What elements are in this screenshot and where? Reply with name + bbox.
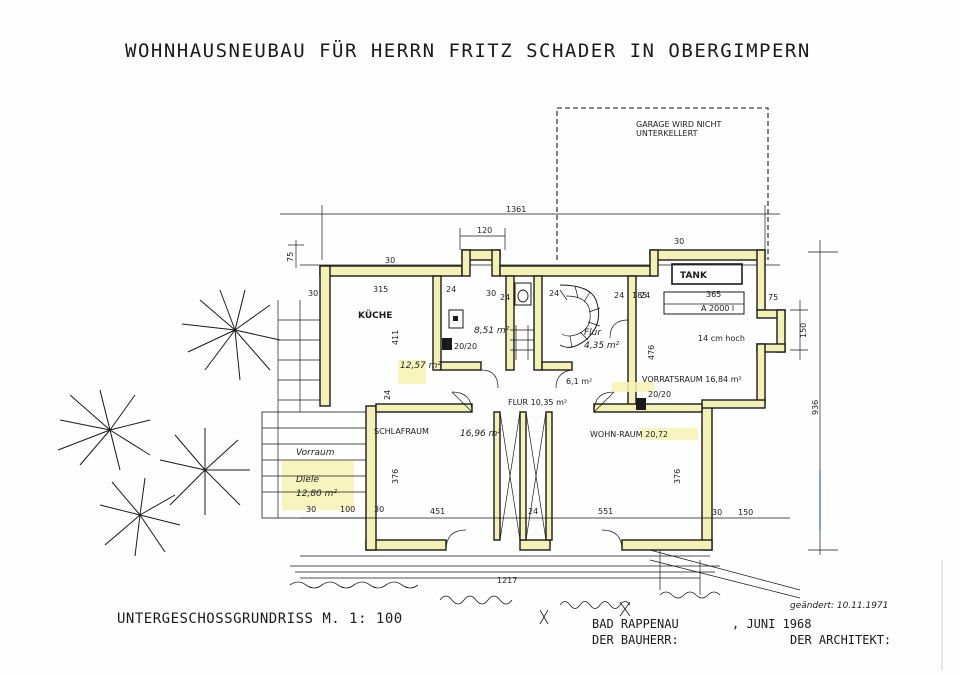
interior-walls — [375, 275, 703, 541]
dim-30-d: 30 — [486, 289, 496, 298]
dimension-line-left — [288, 240, 304, 268]
dim-total-width-bottom: 1217 — [497, 576, 517, 585]
dim-100: 100 — [340, 505, 355, 514]
place: BAD RAPPENAU — [592, 617, 679, 631]
dim-451: 451 — [430, 507, 445, 516]
dim-411: 411 — [391, 330, 400, 345]
tank-outline — [663, 263, 745, 315]
dimension-line-right — [790, 240, 838, 555]
dim-476: 476 — [647, 345, 656, 360]
dim-24-d: 24 — [640, 291, 650, 300]
tank-label: TANK — [680, 271, 708, 281]
bath-fixture — [442, 309, 646, 410]
door-swings — [445, 319, 629, 551]
dim-24-c: 24 — [614, 291, 624, 300]
bath-shower — [510, 325, 534, 360]
garage-outline — [556, 107, 769, 260]
dim-30-f: 30 — [712, 508, 722, 517]
owner-signature-label: DER BAUHERR: — [592, 633, 679, 647]
dim-30-e: 30 — [374, 505, 384, 514]
garage-note-line-2: UNTERKELLERT — [636, 129, 698, 138]
room-diele-area: 12,80 m² — [296, 489, 337, 499]
revision-note: geändert: 10.11.1971 — [790, 601, 888, 611]
dim-30-g: 30 — [306, 505, 316, 514]
dim-24-g: 24 — [500, 293, 510, 302]
dim-376-b: 376 — [673, 469, 682, 484]
room-kueche-area: 12,57 m² — [400, 361, 441, 371]
note-height: 14 cm hoch — [698, 334, 745, 343]
dim-24-a: 24 — [446, 285, 456, 294]
dim-30-a: 30 — [385, 256, 395, 265]
room-bad-area: 8,51 m² — [474, 326, 510, 336]
dim-75-right: 75 — [768, 293, 778, 302]
room-wohnraum-label: WOHN-RAUM 20,72 — [590, 430, 668, 439]
room-flur-mid-sub: 6,1 m² — [566, 377, 592, 386]
dim-24-e: 24 — [528, 507, 538, 516]
plan-name: UNTERGESCHOSSGRUNDRISS M. 1: 100 — [117, 611, 403, 627]
room-diele-label: Diele — [296, 475, 319, 485]
dim-total-width-top: 1361 — [506, 205, 526, 214]
dim-315: 315 — [373, 285, 388, 294]
exterior-walls — [319, 249, 786, 551]
entrance-stairs — [261, 300, 367, 519]
room-schlafraum-label: SCHLAFRAUM — [374, 427, 429, 436]
tree-sketch-1 — [181, 289, 281, 381]
dim-185: 185 — [632, 291, 647, 300]
dimension-line-top — [280, 205, 780, 266]
date: , JUNI 1968 — [732, 617, 811, 631]
toilet-fixture — [514, 282, 532, 306]
tree-sketch-4 — [99, 477, 181, 557]
dim-30-b: 30 — [674, 237, 684, 246]
plan-title: WOHNHAUSNEUBAU FÜR HERRN FRITZ SCHADER I… — [125, 39, 811, 62]
room-kueche-label: KÜCHE — [358, 310, 392, 321]
terrace — [290, 549, 801, 599]
tank-volume: À 2000 l — [701, 302, 734, 313]
garage-note-line-1: GARAGE WIRD NICHT — [636, 120, 722, 129]
tank-dim: 365 — [706, 290, 721, 299]
room-vorratsraum-label: VORRATSRAUM 16,84 m² — [642, 375, 742, 384]
architect-signature-label: DER ARCHITEKT: — [790, 633, 891, 647]
dim-376-a: 376 — [391, 469, 400, 484]
ground-scribbles — [289, 581, 721, 625]
room-flur-top-area: 4,35 m² — [584, 341, 620, 351]
dim-total-height-right: 936 — [811, 400, 820, 415]
dim-24-b: 24 — [549, 289, 559, 298]
dim-551: 551 — [598, 507, 613, 516]
dim-150-right: 150 — [799, 323, 808, 338]
dim-150: 150 — [738, 508, 753, 517]
room-flur-mid-label: FLUR 10,35 m² — [508, 398, 567, 407]
window-size-2: 20/20 — [648, 390, 671, 399]
room-schlafraum-area: 16,96 m² — [460, 429, 501, 439]
dim-120: 120 — [477, 226, 492, 235]
tree-sketch-2 — [57, 389, 151, 471]
room-vorraum-label: Vorraum — [296, 448, 335, 458]
dimension-line-inner-bottom — [300, 517, 790, 579]
dim-30-c: 30 — [308, 289, 318, 298]
tree-sketch-3 — [159, 428, 250, 515]
dim-75-left: 75 — [286, 252, 295, 262]
dim-24-f: 24 — [383, 390, 392, 400]
staircase — [559, 284, 601, 349]
window-size-1: 20/20 — [454, 342, 477, 351]
room-flur-top-label: Flur — [584, 328, 602, 338]
